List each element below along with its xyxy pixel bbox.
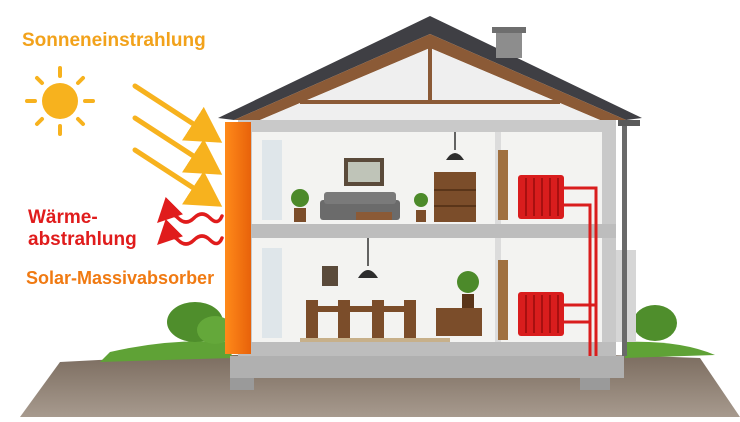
heating-system — [518, 175, 598, 356]
shelf — [434, 172, 476, 222]
dining-table — [316, 306, 410, 312]
sideboard — [436, 308, 482, 336]
sun-icon — [25, 66, 95, 136]
wall-picture-small — [322, 266, 338, 286]
potted-plant-icon — [414, 193, 428, 222]
pendant-lamp-icon — [358, 238, 378, 278]
radiator-icon — [518, 175, 564, 219]
solar-absorber-label: Solar-Massivabsorber — [26, 268, 215, 288]
bush-right — [633, 305, 677, 341]
potted-plant-icon — [291, 189, 309, 222]
solar-absorber-wall — [225, 122, 251, 354]
door-upper — [498, 150, 508, 220]
building-structure — [230, 120, 636, 390]
upper-floor-furniture — [291, 132, 476, 222]
foundation — [230, 356, 624, 378]
rug — [300, 338, 450, 342]
lower-floor-furniture — [300, 238, 482, 342]
heat-wave-arrow-icon — [157, 196, 224, 246]
heating-pipe — [564, 186, 598, 356]
heat-radiation-label: Wärme- abstrahlung — [28, 207, 137, 251]
radiator-icon — [518, 292, 564, 336]
downpipe — [618, 120, 640, 356]
coffee-table — [356, 212, 392, 220]
pendant-lamp-icon — [446, 132, 464, 160]
sun-ray-arrow-icon — [132, 83, 223, 207]
heat-radiation-label-line1: Wärme- — [28, 207, 98, 228]
chimney — [496, 30, 522, 58]
potted-plant-icon — [457, 271, 479, 308]
door-lower — [498, 260, 508, 340]
roof — [218, 16, 642, 120]
heat-radiation-label-line2: abstrahlung — [28, 229, 137, 250]
sun-radiation-label: Sonneneinstrahlung — [22, 30, 206, 51]
